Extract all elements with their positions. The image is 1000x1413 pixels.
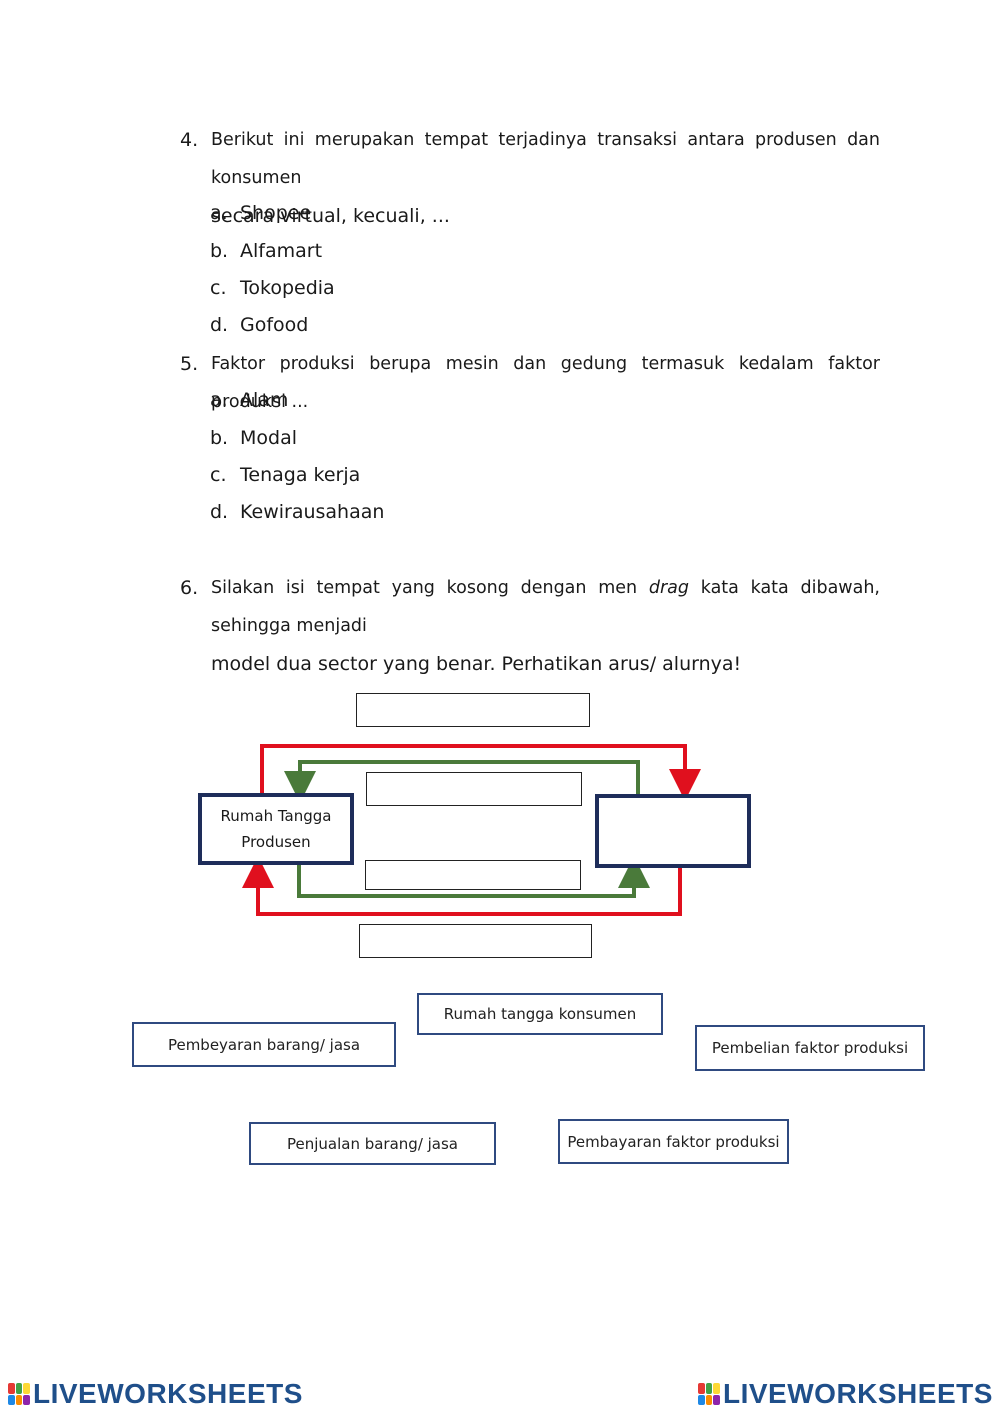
liveworksheets-icon [698, 1383, 720, 1405]
drop-slot-lower-middle[interactable] [365, 860, 581, 890]
question-text: Faktor produksi berupa mesin dan gedung … [211, 354, 880, 412]
drop-slot-top[interactable] [356, 693, 590, 727]
question-number: 5. [180, 353, 199, 375]
drag-card-pembelian-faktor-produksi[interactable]: Pembelian faktor produksi [695, 1025, 925, 1071]
consumer-household-drop-box[interactable] [595, 794, 751, 868]
question-text: Silakan isi tempat yang kosong dengan me… [211, 578, 880, 675]
question-number: 6. [180, 577, 199, 599]
question-number: 4. [180, 129, 199, 151]
producer-household-box: Rumah Tangga Produsen [198, 793, 354, 865]
question-6: 6. Silakan isi tempat yang kosong dengan… [180, 569, 880, 683]
drop-slot-upper-middle[interactable] [366, 772, 582, 806]
drag-card-rumah-tangga-konsumen[interactable]: Rumah tangga konsumen [417, 993, 663, 1035]
drag-card-pembeyaran-barang-jasa[interactable]: Pembeyaran barang/ jasa [132, 1022, 396, 1067]
option-c[interactable]: c.Tenaga kerja [210, 464, 361, 486]
option-a[interactable]: a.Shopee [210, 202, 312, 224]
money-flow-bottom-arrow [242, 856, 682, 916]
liveworksheets-logo-left: LIVEWORKSHEETS [8, 1378, 303, 1410]
liveworksheets-icon [8, 1383, 30, 1405]
liveworksheets-logo-right: LIVEWORKSHEETS [698, 1378, 993, 1410]
drop-slot-bottom[interactable] [359, 924, 592, 958]
question-4: 4. Berikut ini merupakan tempat terjadin… [180, 121, 880, 235]
question-5: 5. Faktor produksi berupa mesin dan gedu… [180, 345, 880, 421]
option-b[interactable]: b.Modal [210, 427, 297, 449]
drag-card-pembayaran-faktor-produksi[interactable]: Pembayaran faktor produksi [558, 1119, 789, 1164]
goods-flow-top-arrow [284, 760, 640, 803]
option-a[interactable]: a.Alam [210, 389, 289, 411]
money-flow-top-arrow [260, 744, 701, 801]
option-b[interactable]: b.Alfamart [210, 240, 323, 262]
option-d[interactable]: d.Gofood [210, 314, 309, 336]
option-c[interactable]: c.Tokopedia [210, 277, 335, 299]
question-text: Berikut ini merupakan tempat terjadinya … [211, 130, 880, 227]
goods-flow-bottom-arrow [297, 856, 650, 898]
option-d[interactable]: d.Kewirausahaan [210, 501, 385, 523]
drag-card-penjualan-barang-jasa[interactable]: Penjualan barang/ jasa [249, 1122, 496, 1165]
